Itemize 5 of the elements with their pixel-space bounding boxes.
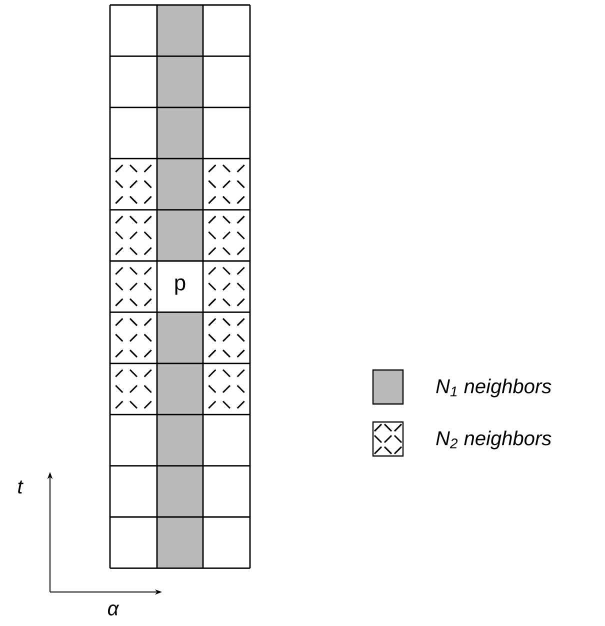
axis-label: α [108,604,120,616]
legend-label: N$_{1}$ neighbors [436,378,552,398]
grid-cell: p [175,278,186,295]
axis-label: t [18,480,24,494]
legend-label: N$_{2}$ neighbors [436,430,552,450]
